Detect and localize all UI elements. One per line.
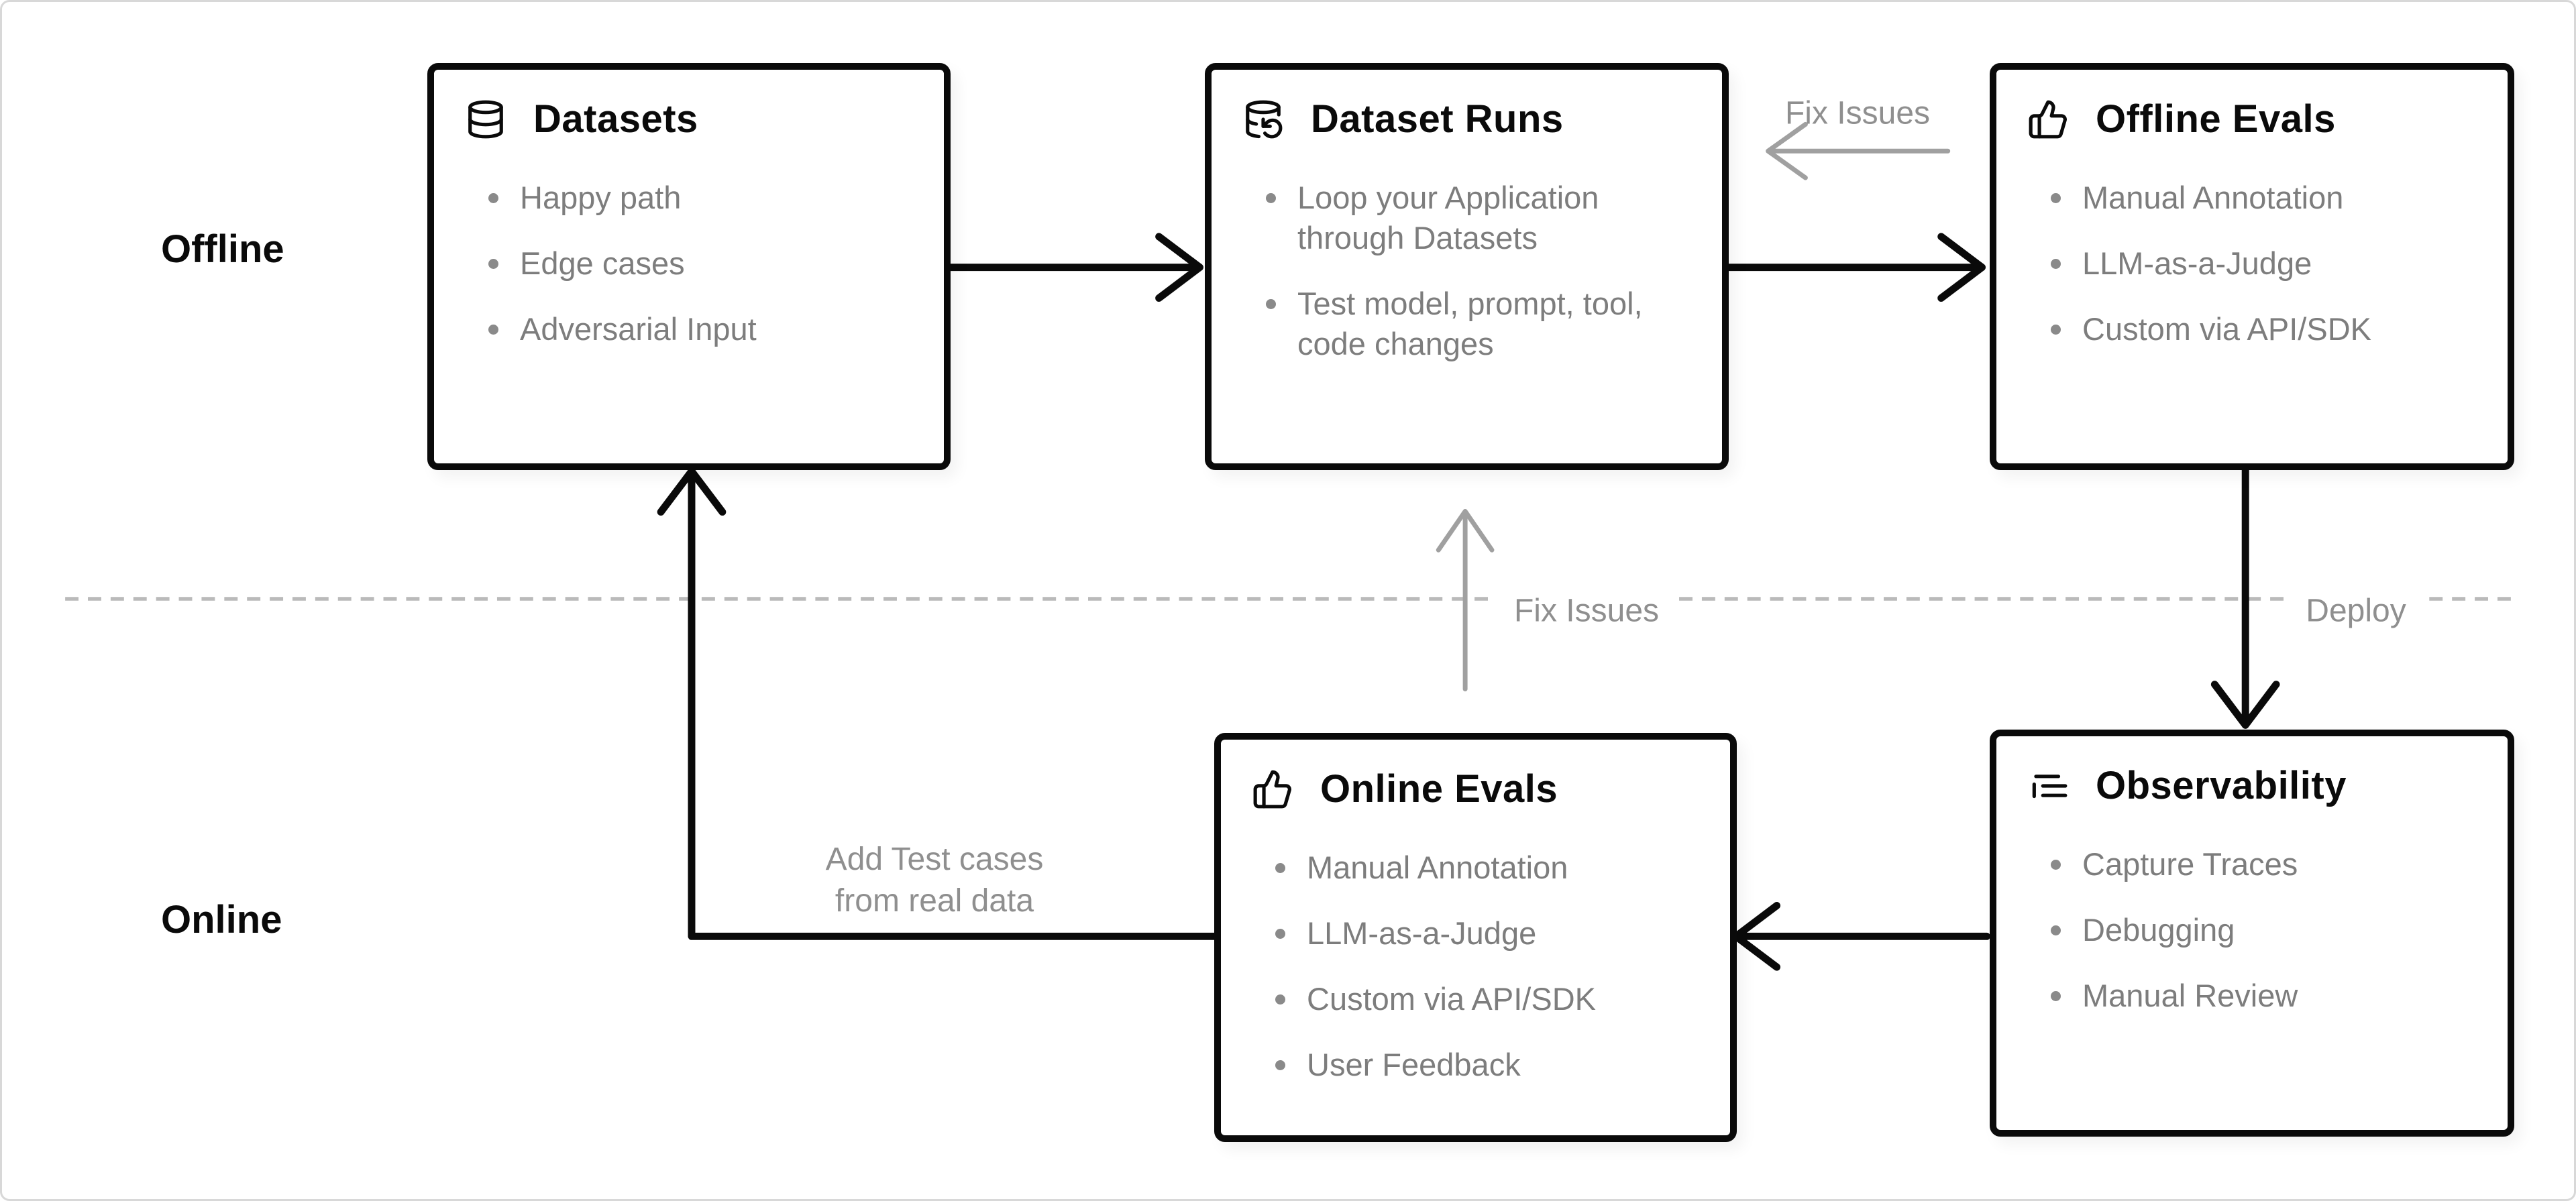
list-item: Manual Annotation — [2051, 178, 2470, 218]
box-datasets-header: Datasets — [434, 70, 944, 141]
bullet-list: Manual Annotation LLM-as-a-Judge Custom … — [1221, 848, 1730, 1085]
arrow-fix-issues-top — [1766, 121, 1951, 180]
list-item: Custom via API/SDK — [2051, 309, 2470, 349]
box-observability: Observability Capture Traces Debugging M… — [1990, 730, 2514, 1137]
box-title: Online Evals — [1320, 767, 1558, 811]
arrow-online-evals-to-datasets — [657, 467, 1218, 940]
box-datasets: Datasets Happy path Edge cases Adversari… — [427, 63, 951, 470]
section-label-online: Online — [161, 898, 282, 941]
list-item: Capture Traces — [2051, 844, 2470, 884]
arrow-offline-evals-to-observability — [2210, 463, 2280, 729]
list-item: Manual Annotation — [1275, 848, 1693, 888]
box-title: Dataset Runs — [1311, 97, 1564, 141]
box-observability-header: Observability — [1996, 736, 2508, 808]
database-backup-icon — [1246, 100, 1283, 138]
flow-label-deploy: Deploy — [2286, 588, 2426, 634]
box-dataset-runs-header: Dataset Runs — [1212, 70, 1722, 141]
list-item: Loop your Application through Datasets — [1266, 178, 1684, 258]
thumbs-up-icon — [2029, 100, 2067, 138]
box-offline-evals-header: Offline Evals — [1996, 70, 2508, 141]
bullet-list: Capture Traces Debugging Manual Review — [1996, 844, 2508, 1016]
arrow-dataset-runs-to-offline-evals — [1720, 233, 1986, 302]
section-label-offline: Offline — [161, 227, 284, 271]
flow-label-fix-issues-top: Fix Issues — [1784, 95, 1931, 131]
box-online-evals: Online Evals Manual Annotation LLM-as-a-… — [1214, 733, 1737, 1142]
arrow-observability-to-online-evals — [1732, 901, 1990, 971]
box-dataset-runs: Dataset Runs Loop your Application throu… — [1205, 63, 1729, 470]
bullet-list: Loop your Application through Datasets T… — [1212, 178, 1722, 364]
list-item: LLM-as-a-Judge — [2051, 243, 2470, 284]
arrow-datasets-to-dataset-runs — [945, 233, 1203, 302]
box-online-evals-header: Online Evals — [1221, 740, 1730, 811]
list-item: Adversarial Input — [488, 309, 906, 349]
box-title: Datasets — [533, 97, 698, 141]
box-offline-evals: Offline Evals Manual Annotation LLM-as-a… — [1990, 63, 2514, 470]
flow-label-add-test-cases-line2: from real data — [835, 883, 1034, 919]
thumbs-up-icon — [1253, 770, 1291, 808]
flow-label-add-test-cases-line1: Add Test cases — [825, 842, 1044, 877]
flow-label-fix-issues-middle: Fix Issues — [1493, 588, 1680, 634]
bullet-list: Manual Annotation LLM-as-a-Judge Custom … — [1996, 178, 2508, 349]
list-item: Manual Review — [2051, 976, 2470, 1016]
list-item: Debugging — [2051, 910, 2470, 950]
database-icon — [468, 100, 503, 138]
bullet-list: Happy path Edge cases Adversarial Input — [434, 178, 944, 349]
list-item: LLM-as-a-Judge — [1275, 913, 1693, 954]
list-item: Edge cases — [488, 243, 906, 284]
list-item: Happy path — [488, 178, 906, 218]
box-title: Offline Evals — [2096, 97, 2336, 141]
box-title: Observability — [2096, 764, 2347, 807]
flow-label-add-test-cases: Add Test cases from real data — [826, 839, 1044, 922]
list-item: User Feedback — [1275, 1045, 1693, 1085]
arrow-fix-issues-middle — [1436, 508, 1495, 692]
list-item: Test model, prompt, tool, code changes — [1266, 284, 1684, 364]
logs-icon — [2032, 774, 2068, 798]
list-item: Custom via API/SDK — [1275, 979, 1693, 1019]
